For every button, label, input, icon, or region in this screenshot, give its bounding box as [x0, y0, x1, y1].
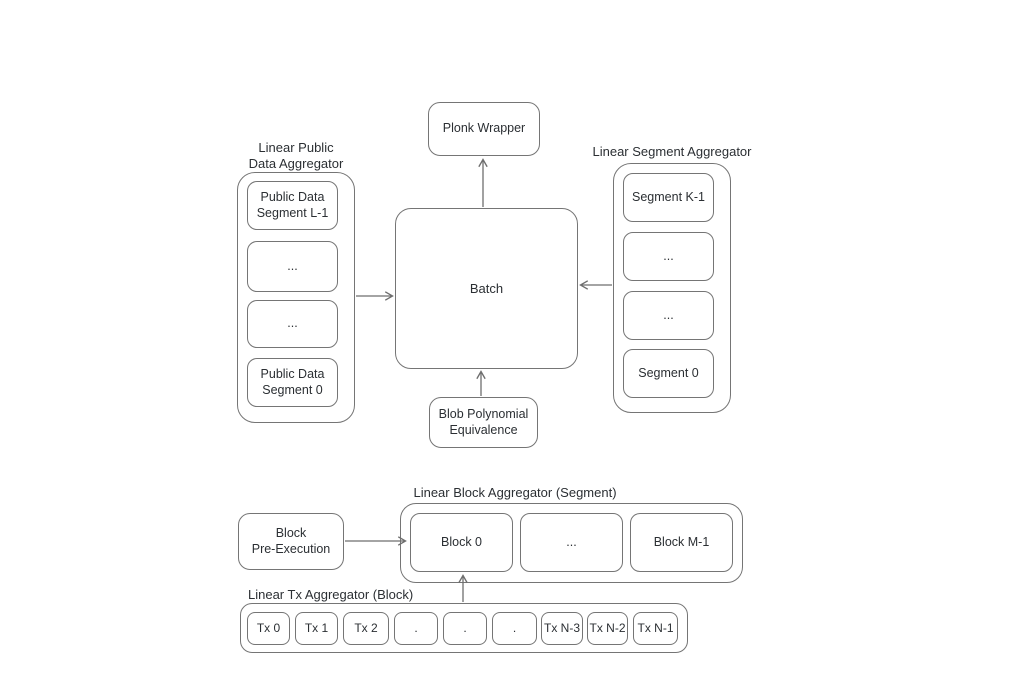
- node-block-m-1: Block M-1: [630, 513, 733, 572]
- node-tx-dot-3: .: [492, 612, 537, 645]
- node-tx-n-1: Tx N-1: [633, 612, 678, 645]
- node-public-data-segment-0: Public Data Segment 0: [247, 358, 338, 407]
- node-plonk-wrapper: Plonk Wrapper: [428, 102, 540, 156]
- node-segment-k-1: Segment K-1: [623, 173, 714, 222]
- node-tx-n-2: Tx N-2: [587, 612, 628, 645]
- node-public-data-dots-2: ...: [247, 300, 338, 348]
- node-tx-1: Tx 1: [295, 612, 338, 645]
- node-segment-0: Segment 0: [623, 349, 714, 398]
- node-segment-dots-2: ...: [623, 291, 714, 340]
- node-tx-0: Tx 0: [247, 612, 290, 645]
- node-blob-polynomial-equivalence: Blob Polynomial Equivalence: [429, 397, 538, 448]
- label-public-data-aggregator: Linear Public Data Aggregator: [248, 140, 344, 171]
- node-tx-n-3: Tx N-3: [541, 612, 583, 645]
- label-block-aggregator: Linear Block Aggregator (Segment): [413, 485, 617, 500]
- node-tx-2: Tx 2: [343, 612, 389, 645]
- node-block-pre-execution: Block Pre-Execution: [238, 513, 344, 570]
- label-tx-aggregator: Linear Tx Aggregator (Block): [248, 587, 414, 602]
- node-public-data-segment-l-1: Public Data Segment L-1: [247, 181, 338, 230]
- label-segment-aggregator: Linear Segment Aggregator: [592, 144, 752, 159]
- node-block-dots: ...: [520, 513, 623, 572]
- node-tx-dot-1: .: [394, 612, 438, 645]
- node-batch: Batch: [395, 208, 578, 369]
- node-segment-dots-1: ...: [623, 232, 714, 281]
- node-public-data-dots-1: ...: [247, 241, 338, 292]
- node-block-0: Block 0: [410, 513, 513, 572]
- node-tx-dot-2: .: [443, 612, 487, 645]
